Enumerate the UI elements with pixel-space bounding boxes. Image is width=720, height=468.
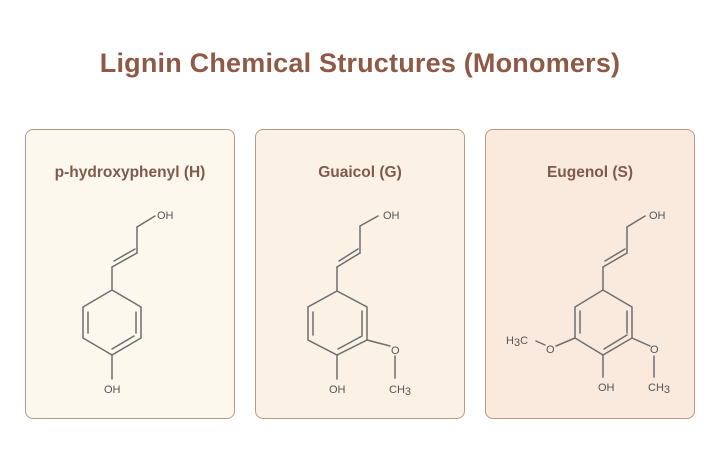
card-guaicol: Guaicol (G) xyxy=(255,129,465,419)
card-p-hydroxyphenyl: p-hydroxyphenyl (H) xyxy=(25,129,235,419)
card-label: p-hydroxyphenyl (H) xyxy=(54,164,206,181)
card-label: Eugenol (S) xyxy=(546,164,634,181)
page-title: Lignin Chemical Structures (Monomers) xyxy=(99,48,621,78)
card-label: Guaicol (G) xyxy=(318,164,402,181)
card-eugenol: Eugenol (S) xyxy=(485,129,695,419)
